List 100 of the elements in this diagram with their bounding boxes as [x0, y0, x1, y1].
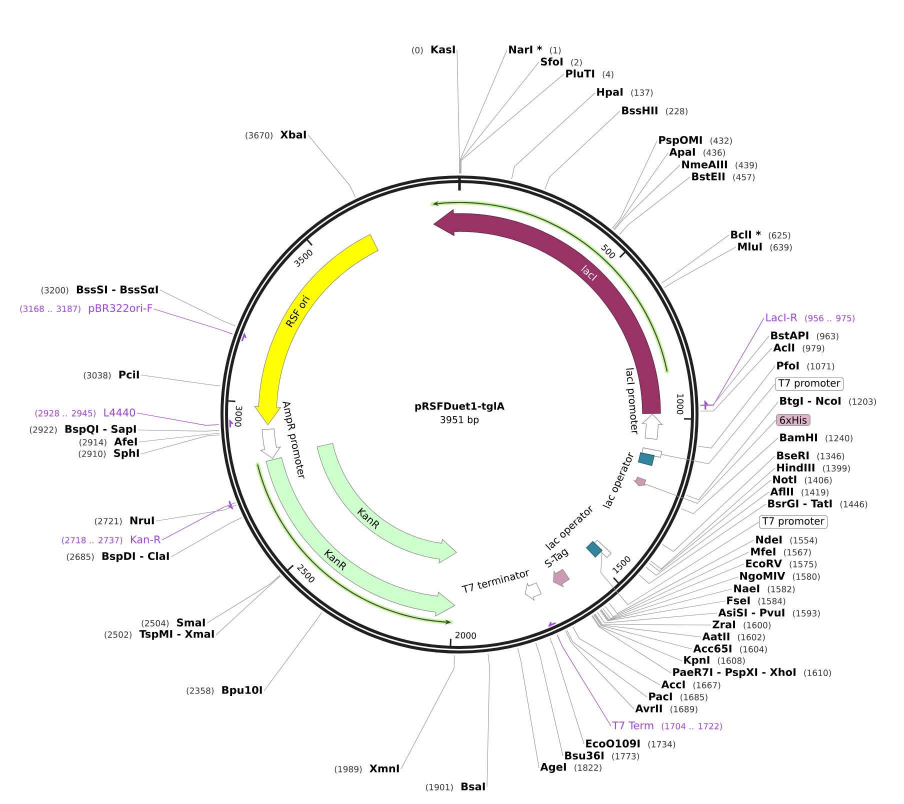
- site-label: NarI * (1): [509, 46, 561, 54]
- leader-line: [662, 456, 776, 552]
- site-label: (3670) XbaI: [246, 130, 306, 140]
- leader-line: [594, 614, 712, 626]
- leader-line: [600, 522, 760, 606]
- site-label: (2922) BspQI - SapI: [30, 425, 136, 435]
- site-label: (2914) AfeI: [80, 437, 137, 447]
- leader-line: [206, 574, 280, 624]
- leader-line: [456, 50, 460, 174]
- site-label: NgoMIV (1580): [740, 572, 820, 582]
- feature-tag: T7 promoter: [759, 515, 828, 529]
- leader-line: [681, 438, 778, 514]
- site-label: (0) KasI: [412, 46, 455, 54]
- primer-label: (2718 .. 2737) Kan-R: [62, 536, 161, 544]
- site-label: BseRI (1346): [777, 452, 844, 460]
- leader-line: [661, 234, 730, 284]
- site-label: AclI (979): [773, 343, 824, 353]
- leader-line: [160, 290, 236, 326]
- leader-line: [170, 517, 242, 558]
- site-label: Acc65I (1604): [693, 644, 767, 654]
- leader-line: [572, 626, 660, 686]
- primer-label: (2928 .. 2945) L4440: [35, 408, 136, 418]
- site-label: AvrII (1689): [635, 704, 698, 714]
- leader-line: [544, 110, 620, 190]
- leader-line: [639, 504, 766, 584]
- site-label: PacI (1685): [649, 692, 708, 702]
- leader-line: [138, 433, 220, 442]
- leader-line: [486, 654, 490, 788]
- site-label: ApaI (436): [669, 148, 725, 158]
- site-label: BamHI (1240): [780, 434, 852, 442]
- leader-line: [140, 374, 220, 386]
- site-label: NdeI (1554): [756, 535, 818, 545]
- site-label: (1901) BsaI: [426, 782, 485, 792]
- site-label: FseI (1584): [727, 596, 786, 606]
- leader-line: [648, 480, 772, 572]
- site-label: (2504) SmaI: [142, 618, 205, 628]
- feature-block: [633, 476, 648, 486]
- leader-line: [136, 412, 220, 426]
- site-label: HpaI (137): [597, 88, 653, 98]
- leader-line: [646, 492, 770, 576]
- site-label: BclI * (625): [731, 230, 790, 240]
- primer-label: (3168 .. 3187) pBR322ori-F: [20, 304, 152, 314]
- site-label: NaeI (1582): [734, 584, 795, 594]
- leader-line: [593, 614, 692, 650]
- site-label: KpnI (1608): [684, 656, 745, 666]
- tick-label: 1000: [676, 394, 684, 414]
- site-label: SfoI (2): [540, 57, 582, 67]
- site-label: PfoI (1071): [777, 361, 834, 371]
- leader-line: [138, 430, 220, 432]
- site-label: BtgI - NcoI (1203): [780, 397, 876, 407]
- leader-line: [686, 402, 778, 500]
- site-label: BsrGI - TatI (1446): [768, 500, 868, 508]
- leader-line: [613, 152, 668, 230]
- site-label: AflII (1419): [770, 487, 828, 497]
- tick-label: 2000: [455, 632, 476, 639]
- site-label: (2721) NruI: [94, 516, 154, 526]
- leader-line: [698, 366, 776, 448]
- primer-label: LacI-R (956 .. 975): [766, 314, 854, 322]
- leader-line: [605, 552, 750, 618]
- site-label: EcoRV (1575): [746, 560, 817, 568]
- site-label: (2502) TspMI - XmaI: [104, 630, 214, 640]
- leader-line: [619, 176, 690, 235]
- leader-line: [535, 642, 564, 756]
- tick-label: 3000: [234, 406, 242, 427]
- leader-line: [700, 318, 764, 406]
- site-label: BstEII (457): [692, 172, 755, 182]
- leader-line: [400, 655, 455, 770]
- site-label: (3038) PciI: [84, 370, 139, 380]
- site-label: EcoO109I (1734): [586, 740, 676, 748]
- site-label: AgeI (1822): [540, 763, 602, 773]
- leader-line: [592, 615, 682, 662]
- site-label: NotI (1406): [773, 476, 832, 484]
- leader-line: [460, 74, 564, 174]
- leader-line: [614, 164, 680, 230]
- site-label: BssHII (228): [622, 106, 688, 116]
- leader-line: [612, 140, 658, 228]
- site-label: Bsu36I (1773): [565, 752, 639, 760]
- leader-line: [594, 614, 702, 638]
- leader-line: [308, 134, 356, 198]
- site-label: MluI (639): [738, 242, 792, 252]
- leader-line: [460, 50, 508, 174]
- leader-line: [264, 612, 322, 692]
- leader-line: [550, 638, 584, 744]
- leader-line: [156, 504, 236, 522]
- leader-line: [565, 630, 634, 710]
- leader-line: [162, 502, 236, 540]
- feature-tag: T7 promoter: [775, 377, 844, 391]
- site-label: AsiSI - PvuI (1593): [718, 608, 820, 618]
- leader-line: [592, 616, 672, 674]
- leader-line: [600, 600, 726, 622]
- leader-line: [700, 336, 770, 406]
- leader-line: [140, 434, 220, 454]
- leader-line: [460, 62, 540, 174]
- leader-line: [517, 648, 540, 768]
- site-label: PluTI (4): [566, 69, 614, 79]
- plasmid-size: 3951 bp: [440, 416, 479, 426]
- leader-line: [602, 564, 744, 620]
- leader-line: [556, 634, 612, 726]
- site-label: AatII (1602): [702, 632, 765, 642]
- leader-line: [600, 588, 732, 621]
